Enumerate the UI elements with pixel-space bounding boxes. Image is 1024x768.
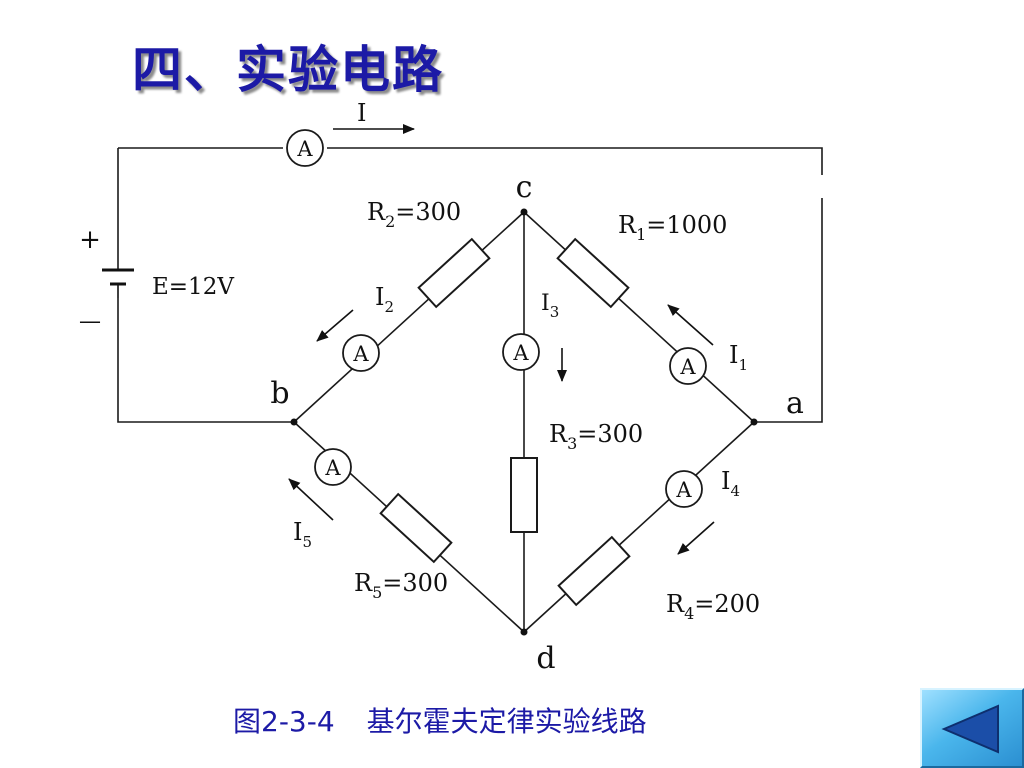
figure-caption: 图2-3-4 基尔霍夫定律实验线路	[233, 700, 647, 740]
current-label-i2: I2	[375, 283, 394, 316]
ammeter-symbol: A	[296, 137, 313, 161]
battery-minus-sign: —	[79, 309, 101, 334]
current-label-i3: I3	[541, 291, 559, 321]
battery-source: + — E=12V	[79, 225, 234, 334]
node-label-a: a	[786, 386, 804, 421]
battery-plus-sign: +	[79, 225, 101, 255]
source-voltage-label: E=12V	[152, 274, 234, 300]
node-dots	[290, 208, 758, 636]
ammeter-symbol: A	[324, 456, 341, 480]
ammeter-i1: A	[669, 347, 707, 385]
ammeter-symbol: A	[512, 341, 529, 365]
outer-wires	[117, 147, 823, 423]
page-title: 四、实验电路	[132, 41, 444, 99]
ammeter-i4: A	[665, 470, 703, 508]
arrow-current-i4	[677, 521, 715, 555]
resistor-r5	[379, 492, 453, 564]
arrow-current-i1	[667, 304, 714, 346]
resistor-label-r1: R1=1000	[618, 211, 727, 244]
resistor-label-r4: R4=200	[666, 590, 760, 623]
back-button[interactable]	[920, 688, 1024, 768]
ammeter-symbol: A	[352, 342, 369, 366]
ammeter-i2: A	[342, 334, 380, 372]
resistor-r1	[556, 237, 630, 309]
resistor-r4	[557, 535, 631, 607]
arrow-current-i2	[316, 309, 354, 342]
resistor-label-r5: R5=300	[354, 569, 448, 602]
current-label-i1: I1	[729, 341, 748, 374]
arrow-current-i5	[288, 478, 334, 521]
figure-caption-text: 基尔霍夫定律实验线路	[366, 705, 647, 738]
left-triangle-icon	[941, 704, 999, 754]
resistor-label-r3: R3=300	[549, 420, 643, 453]
ammeter-symbol: A	[675, 478, 692, 502]
circuit-diagram: + — E=12V A A A A A A c b a d	[79, 99, 823, 676]
current-label-i5: I5	[293, 518, 312, 551]
current-label-i: I	[357, 99, 366, 127]
resistor-label-r2: R2=300	[367, 198, 461, 231]
node-label-d: d	[536, 641, 555, 676]
ammeter-symbol: A	[679, 355, 696, 379]
node-label-c: c	[516, 170, 533, 205]
ammeter-i5: A	[314, 448, 352, 486]
figure-number: 图2-3-4	[233, 705, 335, 738]
ammeter-i3: A	[502, 333, 540, 371]
resistor-r3	[510, 457, 538, 533]
ammeter-total: A	[286, 129, 324, 167]
current-label-i4: I4	[721, 467, 740, 500]
resistor-r2	[417, 237, 491, 309]
node-label-b: b	[270, 376, 289, 411]
